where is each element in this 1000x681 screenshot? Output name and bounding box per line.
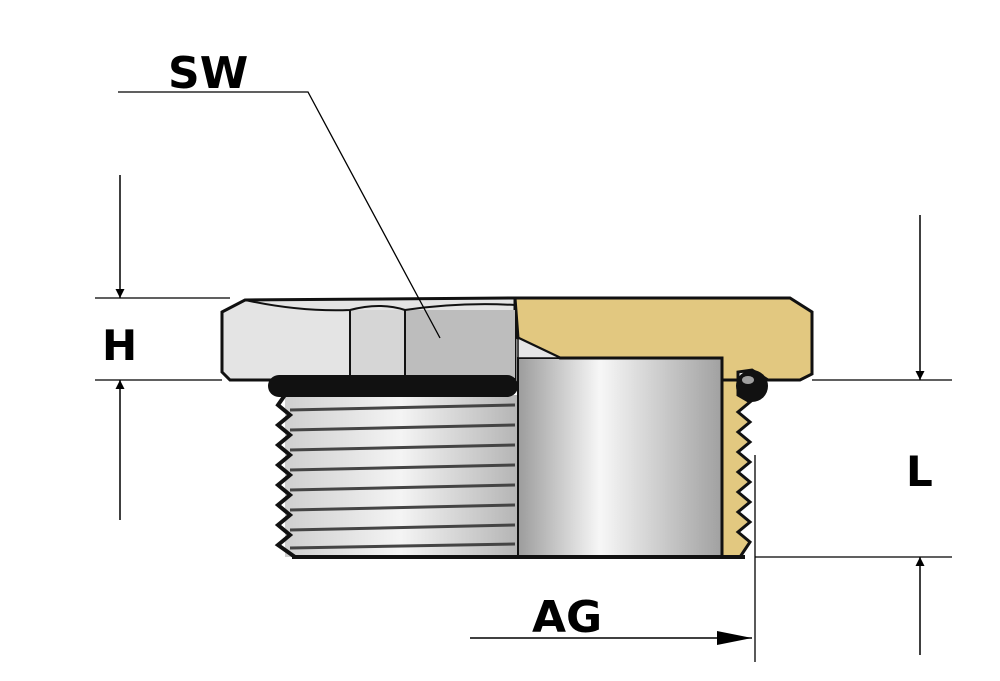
brass-section [513, 296, 814, 559]
o-ring [268, 370, 768, 402]
label-sw: SW [168, 48, 248, 99]
label-h: H [102, 321, 137, 370]
dimension-lines [95, 91, 952, 662]
label-l: L [906, 447, 933, 496]
hex-head [220, 296, 517, 382]
label-ag: AG [532, 592, 602, 643]
external-thread [274, 393, 517, 559]
bore [517, 357, 724, 558]
